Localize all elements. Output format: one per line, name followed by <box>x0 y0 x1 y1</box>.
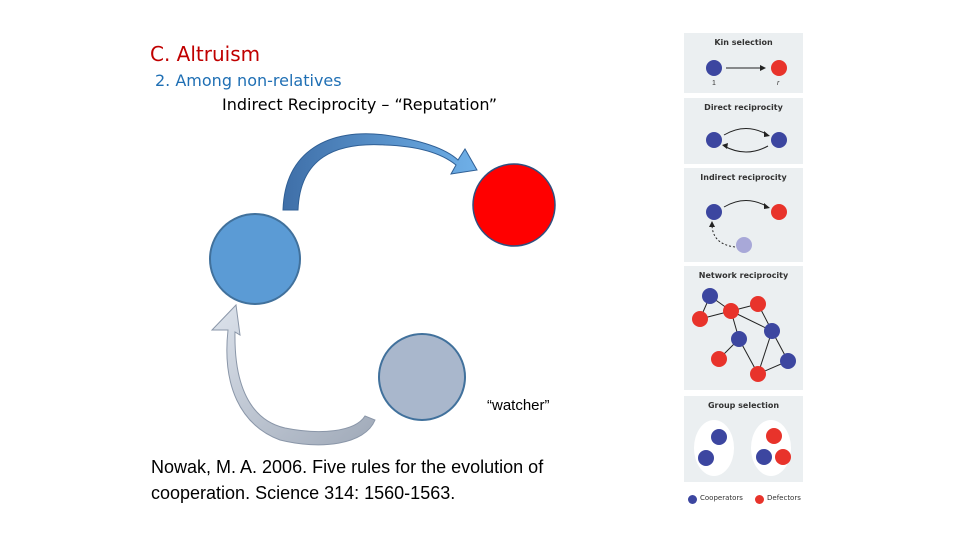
observe-arrow <box>210 303 376 446</box>
panel-title: Direct reciprocity <box>704 103 783 112</box>
cooperator-swatch <box>688 495 697 504</box>
recipient-circle <box>472 163 556 247</box>
kin-label-1: 1 <box>712 80 716 87</box>
slide-subtitle: 2. Among non-relatives <box>155 71 342 90</box>
panel-network-reciprocity: Network reciprocity <box>684 266 803 390</box>
reciprocity-diagram <box>209 133 556 446</box>
panel-direct-reciprocity: Direct reciprocity <box>684 98 803 164</box>
give-arrow <box>282 133 478 211</box>
panel-title: Group selection <box>707 401 780 410</box>
slide-topic: Indirect Reciprocity – “Reputation” <box>222 95 497 114</box>
legend-cooperators: Cooperators <box>700 494 743 502</box>
watcher-circle <box>378 333 466 421</box>
panel-indirect-reciprocity: Indirect reciprocity <box>684 168 803 262</box>
legend-defectors: Defectors <box>767 494 801 502</box>
panel-group-selection: Group selection <box>684 396 803 482</box>
defector-swatch <box>755 495 764 504</box>
donor-circle <box>209 213 301 305</box>
panel-title: Kin selection <box>714 38 773 47</box>
panel-title: Network reciprocity <box>698 271 789 280</box>
panel-kin-selection: Kin selection 1 r <box>684 33 803 93</box>
slide-title: C. Altruism <box>150 42 261 66</box>
panel-title: Indirect reciprocity <box>700 173 787 182</box>
watcher-label: “watcher” <box>487 397 550 414</box>
citation: Nowak, M. A. 2006. Five rules for the ev… <box>151 457 544 503</box>
kin-label-r: r <box>777 80 780 87</box>
